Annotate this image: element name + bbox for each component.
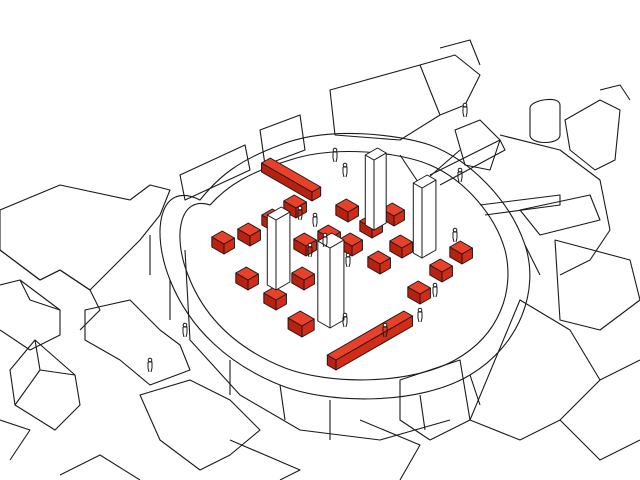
red-block-15-top-face — [291, 266, 315, 281]
tower-3-right-face — [329, 239, 345, 329]
person-figure — [342, 312, 348, 328]
red-block-0-top-face — [261, 157, 322, 193]
person-figure — [452, 227, 458, 243]
white-towers — [266, 147, 437, 329]
red-block-5-top-face — [335, 198, 359, 213]
person-figure — [312, 212, 318, 228]
person-figure — [432, 282, 438, 298]
tower-0-left-face — [266, 214, 277, 291]
person-figure — [417, 307, 423, 323]
red-block-11-top-face — [367, 250, 391, 265]
tower-1-right-face — [373, 152, 387, 231]
person-figure — [332, 147, 338, 163]
red-block-13-top-face — [235, 266, 259, 281]
tower-2-right-face — [421, 179, 437, 259]
tower-2-left-face — [412, 182, 423, 259]
red-block-9-top-face — [293, 232, 317, 247]
tower-0-right-face — [275, 211, 291, 291]
tower-1-top-face — [364, 147, 387, 161]
person-figure — [382, 322, 388, 338]
red-block-16-top-face — [287, 310, 315, 327]
red-block-12-top-face — [389, 234, 413, 249]
person-figure — [182, 322, 188, 338]
person-figure — [307, 242, 313, 258]
tower-0-top-face — [266, 206, 291, 221]
person-figure — [342, 162, 348, 178]
person-figure — [322, 232, 328, 248]
tower-3-left-face — [317, 240, 331, 329]
person-figure — [462, 102, 468, 118]
tower-3-top-face — [317, 232, 345, 249]
person-figure — [457, 167, 463, 183]
person-figure — [297, 205, 303, 221]
red-block-4-top-face — [211, 230, 235, 245]
human-figures — [147, 102, 468, 373]
red-blocks — [211, 157, 473, 371]
red-block-3-top-face — [237, 222, 261, 237]
surrounding-buildings — [0, 39, 640, 480]
red-block-17-top-face — [407, 280, 431, 295]
red-block-18-top-face — [429, 258, 453, 273]
person-figure — [345, 252, 351, 268]
tower-1-left-face — [364, 154, 375, 231]
person-figure — [147, 357, 153, 373]
tower-2-top-face — [412, 174, 437, 189]
red-block-19-top-face — [449, 240, 473, 255]
red-block-1-top-face — [283, 194, 307, 209]
